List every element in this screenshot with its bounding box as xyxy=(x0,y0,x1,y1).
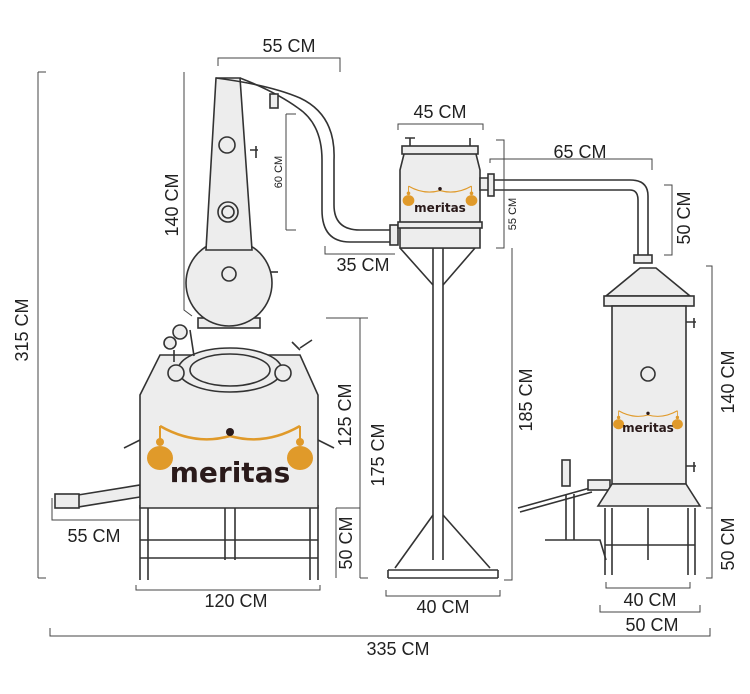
condenser-legs-height-label: 50 CM xyxy=(718,517,738,570)
pot-body-height-label: 125 CM xyxy=(335,383,355,446)
column-width-label: 55 CM xyxy=(262,36,315,56)
column xyxy=(205,77,253,251)
dephlegmator-unit: meritas xyxy=(387,137,653,579)
condenser-unit: meritas xyxy=(517,267,702,575)
column-height-label: 140 CM xyxy=(162,173,182,236)
helmet-bulb xyxy=(185,239,273,327)
condenser-base-inner-label: 40 CM xyxy=(623,590,676,610)
outlet-valve xyxy=(54,493,80,509)
pot-total-height-label: 175 CM xyxy=(368,423,388,486)
outlet-length-label: 55 CM xyxy=(67,526,120,546)
condenser-height-label: 140 CM xyxy=(718,350,738,413)
pipe-run-label: 65 CM xyxy=(553,142,606,162)
stand-height-label: 185 CM xyxy=(516,368,536,431)
helmet-height-label: 55 CM xyxy=(507,198,519,230)
overall-width-label: 335 CM xyxy=(366,639,429,659)
condenser-dimension-lines xyxy=(599,265,713,613)
condenser-gauge-icon xyxy=(640,366,656,382)
dephlegmator-logo-text: meritas xyxy=(414,201,466,215)
overall-dimension-lines xyxy=(37,71,711,637)
pot-width-label: 120 CM xyxy=(204,591,267,611)
condenser-cap xyxy=(603,267,693,297)
pot-logo-text: meritas xyxy=(170,456,291,489)
dephlegmator-dimension-lines xyxy=(385,123,673,597)
pot-dimension-lines xyxy=(51,57,395,591)
condenser-logo-text: meritas xyxy=(622,421,674,435)
thermometer-gauge-icon xyxy=(163,336,177,350)
pot-legs-height-label: 50 CM xyxy=(336,516,356,569)
helmet-width-label: 45 CM xyxy=(413,102,466,122)
pot-still: meritas xyxy=(54,77,399,580)
stand-base-label: 40 CM xyxy=(416,597,469,617)
pressure-gauge-icon xyxy=(172,324,188,340)
lyne-arm-offset-label: 35 CM xyxy=(336,255,389,275)
pipe-drop-label: 50 CM xyxy=(674,191,694,244)
lyne-arm-drop-label: 60 CM xyxy=(273,156,285,188)
overall-height-label: 315 CM xyxy=(12,298,32,361)
condenser-body xyxy=(611,305,687,485)
condenser-base-outer-label: 50 CM xyxy=(625,615,678,635)
